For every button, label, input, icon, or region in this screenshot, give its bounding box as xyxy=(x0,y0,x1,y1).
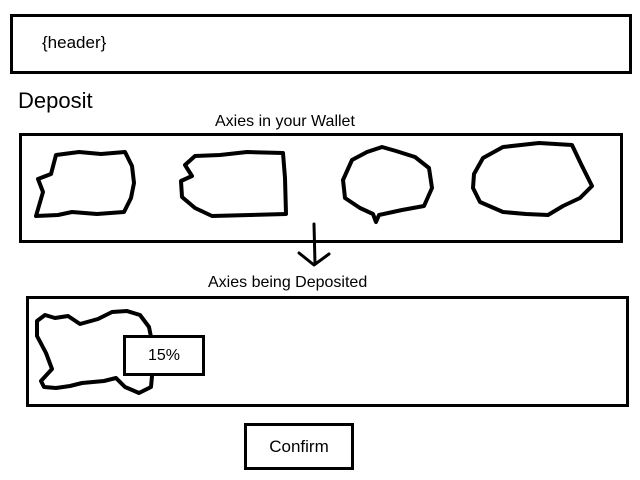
wallet-axie-3[interactable] xyxy=(341,145,434,224)
wallet-axie-2[interactable] xyxy=(179,150,288,218)
down-arrow-icon xyxy=(297,222,331,267)
deposit-percent-badge: 15% xyxy=(123,335,205,376)
deposited-section-label: Axies being Deposited xyxy=(208,274,368,291)
wallet-section-label: Axies in your Wallet xyxy=(215,113,355,130)
confirm-button[interactable]: Confirm xyxy=(244,423,354,470)
deposited-axie-shapes xyxy=(35,309,155,395)
deposit-percent-value: 15% xyxy=(147,346,181,364)
page-title: Deposit xyxy=(18,88,93,113)
deposited-axie-1[interactable] xyxy=(35,309,155,395)
wallet-axie-4[interactable] xyxy=(471,141,594,217)
deposited-axie-list xyxy=(26,296,629,407)
header-placeholder-text: {header} xyxy=(42,33,107,52)
wallet-axie-shapes xyxy=(34,141,594,224)
header-box: {header} xyxy=(10,14,632,74)
wallet-axie-1[interactable] xyxy=(34,150,136,218)
wallet-axie-list xyxy=(19,133,623,243)
